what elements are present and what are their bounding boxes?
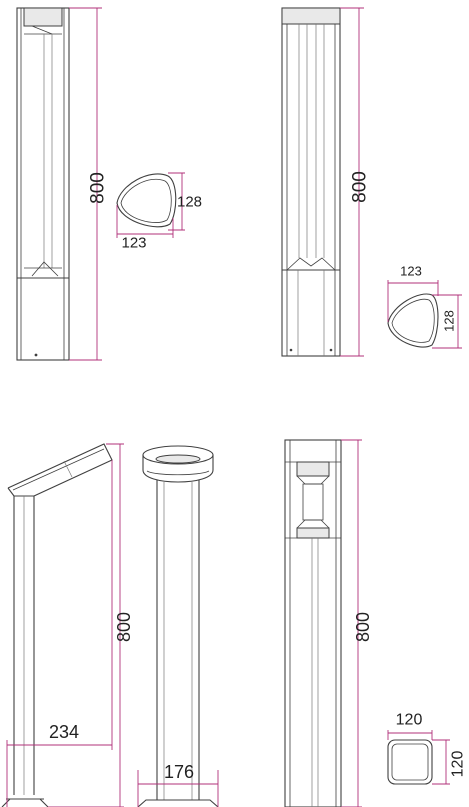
bollard-c-height-label: 800 xyxy=(114,612,134,642)
bollard-a-elevation xyxy=(16,7,70,361)
bollard-e-profile-depth-label: 120 xyxy=(450,751,467,778)
bollard-b-profile-depth-label: 128 xyxy=(442,310,457,332)
bollard-b-height-label: 800 xyxy=(350,171,371,203)
bollard-b-height-dimension: 800 xyxy=(340,7,371,357)
bollard-a-height-dimension: 800 xyxy=(69,7,109,361)
bollard-c-elevation xyxy=(1,443,113,807)
bollard-d-base-label: 176 xyxy=(164,762,194,782)
bollard-a-profile-width-label: 123 xyxy=(121,235,146,252)
bollard-a-height-label: 800 xyxy=(88,172,109,204)
bollard-e-height-dimension: 800 xyxy=(341,439,373,807)
screw-icon xyxy=(329,348,333,352)
bollard-e-height-label: 800 xyxy=(353,612,373,642)
screw-icon xyxy=(289,348,293,352)
bollard-c-height-dimension: 800 xyxy=(48,443,134,807)
bollard-d-elevation xyxy=(137,445,219,807)
bollard-a-profile-depth-label: 128 xyxy=(177,194,202,211)
bollard-c-reach-label: 234 xyxy=(49,722,79,742)
bollard-a-profile: 128 123 xyxy=(116,172,202,252)
bollard-e-profile-width-label: 120 xyxy=(396,712,423,729)
bollard-b-elevation xyxy=(281,7,341,357)
bollard-e-elevation xyxy=(284,439,342,807)
bollard-e-profile: 120 120 xyxy=(387,712,467,785)
bollard-b-profile-width-label: 123 xyxy=(400,264,422,279)
bollard-c-reach-dimension: 234 xyxy=(6,460,113,807)
bollard-d-base-dimension: 176 xyxy=(137,762,219,807)
screw-icon xyxy=(34,353,38,357)
bollard-b-profile: 123 128 xyxy=(387,264,462,349)
